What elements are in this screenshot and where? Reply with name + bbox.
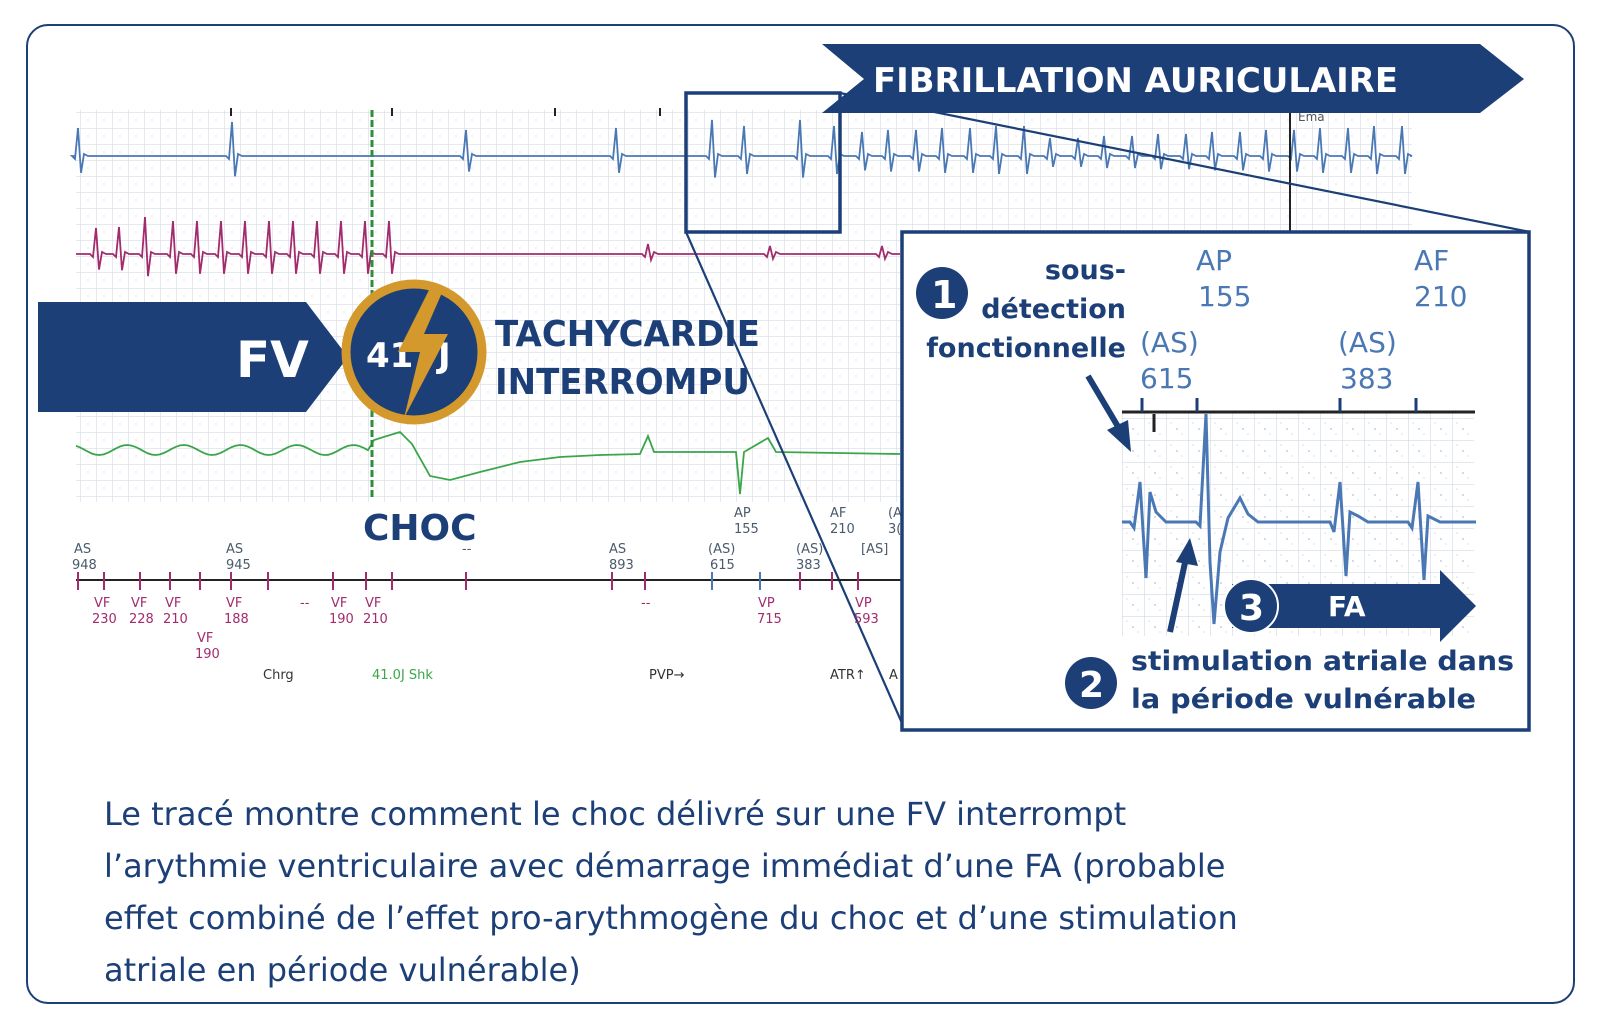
ventricular-marker-value: 190 [329, 612, 354, 627]
ecg-trace-shock-channel [75, 430, 901, 495]
top-tick-marks [230, 108, 661, 116]
atrial-marker-code: (AS) [796, 542, 823, 557]
inset-timeline-ticks [1140, 398, 1418, 412]
lightning-bolt-icon [398, 288, 448, 418]
ventricular-marker-code: VF [365, 596, 381, 611]
atrial-marker-code: [AS] [861, 542, 888, 557]
fv-badge: FV 41 J [38, 279, 487, 425]
event-label-shock: 41.0J Shk [372, 668, 433, 683]
atrial-marker-code: AP [734, 506, 751, 521]
figure-caption: Le tracé montre comment le choc délivré … [104, 788, 1544, 996]
event-label-pvp: PVP→ [649, 668, 685, 683]
atrial-marker-code: AF [830, 506, 846, 521]
atrial-markers: AS 948 AS 945 -- AS 893 AP 155 (AS) 615 … [72, 506, 902, 573]
item-1-line-3: fonctionnelle [926, 333, 1126, 364]
item-1-number: 1 [931, 273, 957, 317]
fa-banner: FIBRILLATION AURICULAIRE [822, 44, 1524, 113]
caption-line: l’arythmie ventriculaire avec démarrage … [104, 847, 1226, 885]
ventricular-marker-code: VP [758, 596, 775, 611]
inset-ecg-trace [1122, 413, 1476, 625]
event-labels: Chrg 41.0J Shk PVP→ ATR↑ A [263, 668, 898, 683]
atrial-marker-code: AS [74, 542, 91, 557]
ventricular-marker-value: 190 [195, 647, 220, 662]
ventricular-marker-value: 228 [129, 612, 154, 627]
item-3-label: FA [1328, 590, 1366, 623]
event-label-atr: ATR↑ [830, 668, 866, 683]
inset-af-code: AF [1414, 244, 1449, 277]
ventricular-markers: VF 230 VF 228 VF 210 VF 190 VF 188 -- VF… [92, 596, 879, 662]
tachycardia-label: TACHYCARDIE INTERROMPU [495, 314, 760, 403]
atrial-marker-value: 383 [796, 558, 821, 573]
inset-as2-value: 383 [1340, 362, 1393, 395]
item-1-line-1: sous- [1045, 255, 1126, 286]
tachycardia-line-1: TACHYCARDIE [495, 314, 760, 355]
ventricular-marker-code: VF [131, 596, 147, 611]
caption-line: effet combiné de l’effet pro-arythmogène… [104, 899, 1238, 937]
timeline-ticks [77, 572, 859, 590]
ventricular-marker-value: 210 [163, 612, 188, 627]
atrial-marker-value: 615 [710, 558, 735, 573]
item-1-line-2: détection [981, 294, 1126, 325]
zoom-connector [684, 91, 1531, 731]
item-2-number: 2 [1079, 665, 1104, 706]
zoom-inset-panel: 1 sous- détection fonctionnelle AP 155 A… [900, 230, 1531, 732]
atrial-marker-value: 945 [226, 558, 251, 573]
ventricular-marker-code: VF [226, 596, 242, 611]
item-3-number: 3 [1239, 588, 1264, 629]
zoom-source-box [684, 91, 842, 234]
item-1-badge [916, 267, 968, 319]
inset-af-value: 210 [1414, 280, 1467, 313]
tachycardia-line-2: INTERROMPU [495, 362, 750, 403]
atrial-marker-code: (A [888, 506, 902, 521]
atrial-marker-value: 893 [609, 558, 634, 573]
trace-partial-label: Ema [1298, 110, 1325, 124]
ventricular-marker-value: 715 [757, 612, 782, 627]
ventricular-marker-code: VP [855, 596, 872, 611]
event-label-charge: Chrg [263, 668, 294, 683]
ventricular-marker-code: VF [165, 596, 181, 611]
inset-as1-code: (AS) [1140, 326, 1199, 359]
ventricular-marker-code: -- [641, 596, 651, 611]
ventricular-marker-code: VF [197, 631, 213, 646]
fv-label: FV [236, 331, 309, 389]
inset-ap-value: 155 [1198, 280, 1251, 313]
item-3-badge [1223, 578, 1279, 634]
caption-line: atriale en période vulnérable) [104, 951, 581, 989]
ventricular-marker-code: VF [94, 596, 110, 611]
caption-line: Le tracé montre comment le choc délivré … [104, 795, 1127, 833]
atrial-marker-code: -- [462, 542, 472, 557]
inset-as1-value: 615 [1140, 362, 1193, 395]
ventricular-marker-code: VF [331, 596, 347, 611]
ventricular-marker-value: 188 [224, 612, 249, 627]
fa-banner-title: FIBRILLATION AURICULAIRE [873, 61, 1398, 101]
inset-as2-code: (AS) [1338, 326, 1397, 359]
choc-label: CHOC [363, 508, 477, 549]
inset-ap-code: AP [1196, 244, 1232, 277]
atrial-marker-code: (AS) [708, 542, 735, 557]
atrial-marker-value: 948 [72, 558, 97, 573]
ventricular-marker-value: 593 [854, 612, 879, 627]
fa-arrow [1232, 570, 1476, 642]
ventricular-marker-value: 210 [363, 612, 388, 627]
ventricular-marker-value: 230 [92, 612, 117, 627]
event-label-atr-cut: A [889, 668, 898, 683]
atrial-marker-code: AS [226, 542, 243, 557]
ventricular-marker-code: -- [300, 596, 310, 611]
atrial-marker-value: 155 [734, 522, 759, 537]
atrial-marker-value: 3( [888, 522, 901, 537]
atrial-marker-value: 210 [830, 522, 855, 537]
item-2-line-2: la période vulnérable [1131, 684, 1476, 715]
ecg-trace-ventricular [76, 216, 900, 277]
item-2-line-1: stimulation atriale dans [1131, 646, 1514, 677]
atrial-marker-code: AS [609, 542, 626, 557]
item-2-badge [1065, 657, 1117, 709]
